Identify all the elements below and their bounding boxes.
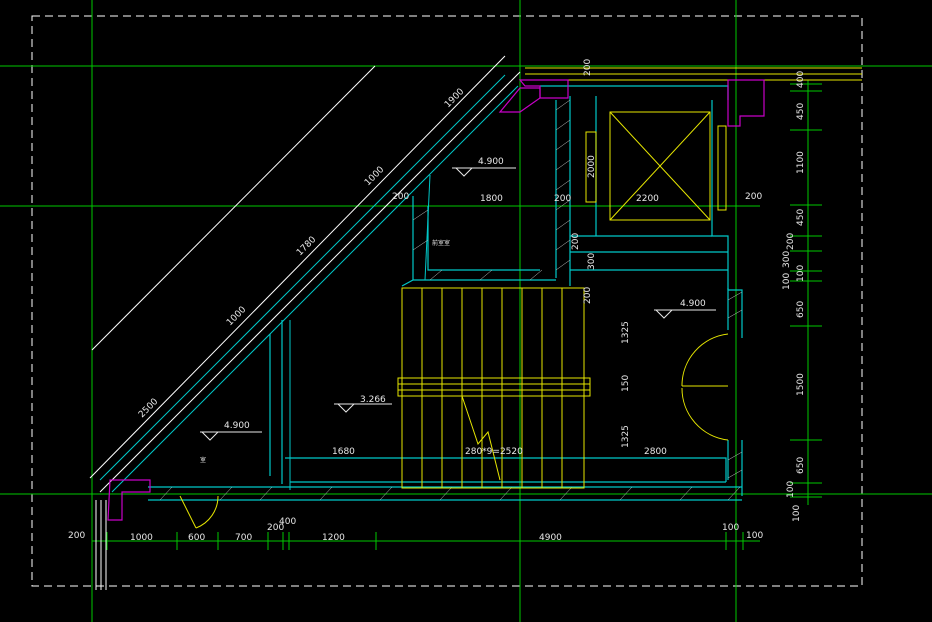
dim-landing-gap: 150 bbox=[621, 375, 631, 392]
elevator-shaft bbox=[585, 111, 727, 221]
white-door-walls bbox=[95, 500, 107, 590]
dim-stair-run: 280*9=2520 bbox=[465, 447, 523, 457]
diag-dim-3: 1780 bbox=[295, 235, 318, 258]
diagonal-boundary bbox=[89, 55, 521, 493]
dim-shaft-wall-b: 300 bbox=[587, 253, 597, 270]
right-dim-12: 100 bbox=[786, 481, 796, 498]
right-dim-10: 1500 bbox=[796, 373, 806, 396]
dim-stair-depth-b: 1325 bbox=[621, 425, 631, 448]
drawing-frame bbox=[31, 15, 863, 587]
diagonal-dim-labels: 1900 1000 1780 1000 2500 bbox=[137, 87, 466, 420]
right-dim-4: 450 bbox=[796, 209, 806, 226]
right-dim-6: 100 bbox=[782, 273, 792, 290]
dim-wall-right: 200 bbox=[745, 192, 762, 202]
dim-shaft-wall-c: 200 bbox=[583, 287, 593, 304]
right-dim-1: 400 bbox=[796, 71, 806, 88]
level-upper-room: 4.900 bbox=[478, 157, 504, 167]
right-dim-13: 100 bbox=[792, 505, 802, 522]
right-dim-labels: 400 450 1100 450 200 100 300 100 650 150… bbox=[782, 71, 806, 522]
bottom-dim-9: 100 bbox=[722, 523, 739, 533]
right-dim-2: 450 bbox=[796, 103, 806, 120]
top-wall bbox=[525, 67, 862, 81]
bottom-dim-8: 4900 bbox=[539, 533, 562, 543]
dim-right-room-width: 2800 bbox=[644, 447, 667, 457]
bottom-dim-3: 600 bbox=[188, 533, 205, 543]
room-label-lower-left: 室 bbox=[200, 456, 206, 464]
bottom-dim-2: 1000 bbox=[130, 533, 153, 543]
level-lobby: 4.900 bbox=[680, 299, 706, 309]
bottom-dim-ticks bbox=[106, 532, 744, 550]
staircase bbox=[397, 287, 591, 489]
diag-dim-5: 2500 bbox=[137, 397, 160, 420]
diag-dim-2: 1000 bbox=[363, 165, 386, 188]
dim-wall-left: 200 bbox=[392, 192, 409, 202]
dim-lobby-width: 1680 bbox=[332, 447, 355, 457]
level-lower-left: 4.900 bbox=[224, 421, 250, 431]
level-labels: 4.900 4.900 4.900 3.266 bbox=[224, 157, 706, 431]
right-dim-3: 1100 bbox=[796, 151, 806, 174]
bottom-dim-labels: 200 1000 600 700 200 400 1200 4900 100 1… bbox=[68, 517, 763, 543]
bottom-dim-7: 1200 bbox=[322, 533, 345, 543]
level-markers bbox=[200, 167, 716, 441]
dim-room-width: 1800 bbox=[480, 194, 503, 204]
dim-shaft-wall-a: 200 bbox=[571, 233, 581, 250]
level-mid-landing: 3.266 bbox=[360, 395, 386, 405]
dim-stair-depth-a: 1325 bbox=[621, 321, 631, 344]
right-dim-11: 650 bbox=[796, 457, 806, 474]
right-dim-8: 100 bbox=[796, 265, 806, 282]
dim-wall-mid: 200 bbox=[554, 194, 571, 204]
bottom-dim-1: 200 bbox=[68, 531, 85, 541]
bottom-dim-10: 100 bbox=[746, 531, 763, 541]
right-dim-7: 300 bbox=[782, 251, 792, 268]
bottom-dim-4: 700 bbox=[235, 533, 252, 543]
columns bbox=[107, 79, 765, 521]
wall-hatch bbox=[159, 99, 743, 501]
right-dim-ticks bbox=[790, 83, 822, 498]
bottom-dim-6: 400 bbox=[279, 517, 296, 527]
top-dim-1: 200 bbox=[583, 59, 593, 76]
right-dim-9: 650 bbox=[796, 301, 806, 318]
dim-elevator-width: 2200 bbox=[636, 194, 659, 204]
doors bbox=[179, 333, 729, 529]
interior-dim-labels: 1800 200 200 2200 200 2000 200 300 200 1… bbox=[332, 155, 762, 457]
diag-dim-4: 1000 bbox=[225, 305, 248, 328]
walls bbox=[148, 85, 743, 501]
bottom-dim-5: 200 bbox=[267, 523, 284, 533]
dim-elevator-depth: 2000 bbox=[587, 155, 597, 178]
room-label-small: 前室室 bbox=[432, 239, 450, 247]
right-dim-5: 200 bbox=[786, 233, 796, 250]
